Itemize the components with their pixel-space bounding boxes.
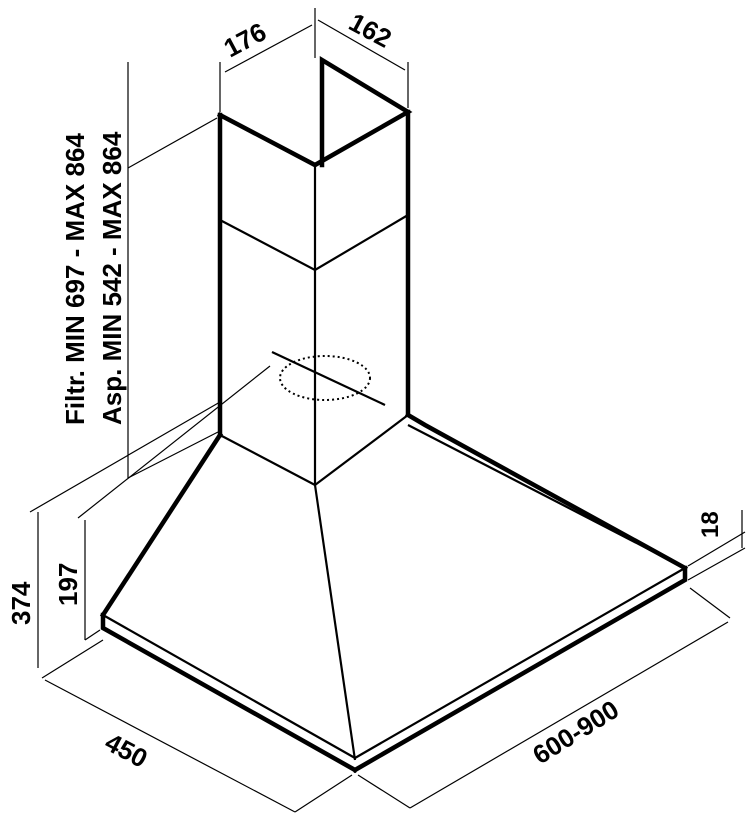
hood-height-label: 374	[6, 581, 36, 625]
rim-top-right	[354, 567, 686, 759]
chimney-duct	[216, 56, 413, 486]
rim-front-right	[351, 565, 688, 774]
depth-label: 450	[100, 727, 152, 774]
filter-height-label: Filtr. MIN 697 - MAX 864	[60, 133, 90, 425]
rim-top-left	[102, 614, 356, 759]
dim-line-duct-depth	[317, 19, 406, 71]
outlet-axis-line	[271, 351, 386, 406]
canopy-right-edge	[404, 411, 689, 572]
ext-line	[357, 774, 411, 809]
duct-top-edge	[216, 56, 413, 168]
canopy-left-edge	[99, 431, 224, 619]
dimension-lines	[29, 8, 746, 813]
duct-depth-label: 162	[344, 7, 396, 54]
canopy	[99, 411, 689, 774]
canopy-back-right-edge	[407, 424, 686, 569]
dim-line-width	[409, 621, 729, 809]
motor-outlet-circle	[279, 355, 371, 401]
duct-base-right	[314, 414, 409, 486]
extraction-height-label: Asp. MIN 542 - MAX 864	[97, 131, 127, 425]
ext-line	[127, 431, 219, 479]
ext-line	[77, 365, 271, 519]
width-label: 600-900	[527, 694, 624, 770]
canopy-front-edge	[313, 484, 357, 761]
rim-thickness-label: 18	[697, 511, 724, 538]
rim-front-left	[100, 612, 359, 774]
ext-line	[41, 639, 104, 679]
duct-width-label: 176	[219, 16, 271, 63]
ext-line	[29, 401, 221, 513]
canopy-height-label: 197	[53, 563, 83, 606]
ext-line	[127, 117, 218, 169]
ext-line	[689, 587, 731, 619]
dim-line-depth	[44, 679, 296, 813]
ext-line	[84, 629, 101, 641]
ext-line	[687, 531, 746, 567]
dim-line-duct-width	[224, 24, 313, 73]
ext-line	[687, 547, 746, 581]
duct-telescopic-joint	[219, 214, 409, 272]
ext-line	[294, 774, 353, 813]
duct-base-left	[219, 434, 316, 486]
